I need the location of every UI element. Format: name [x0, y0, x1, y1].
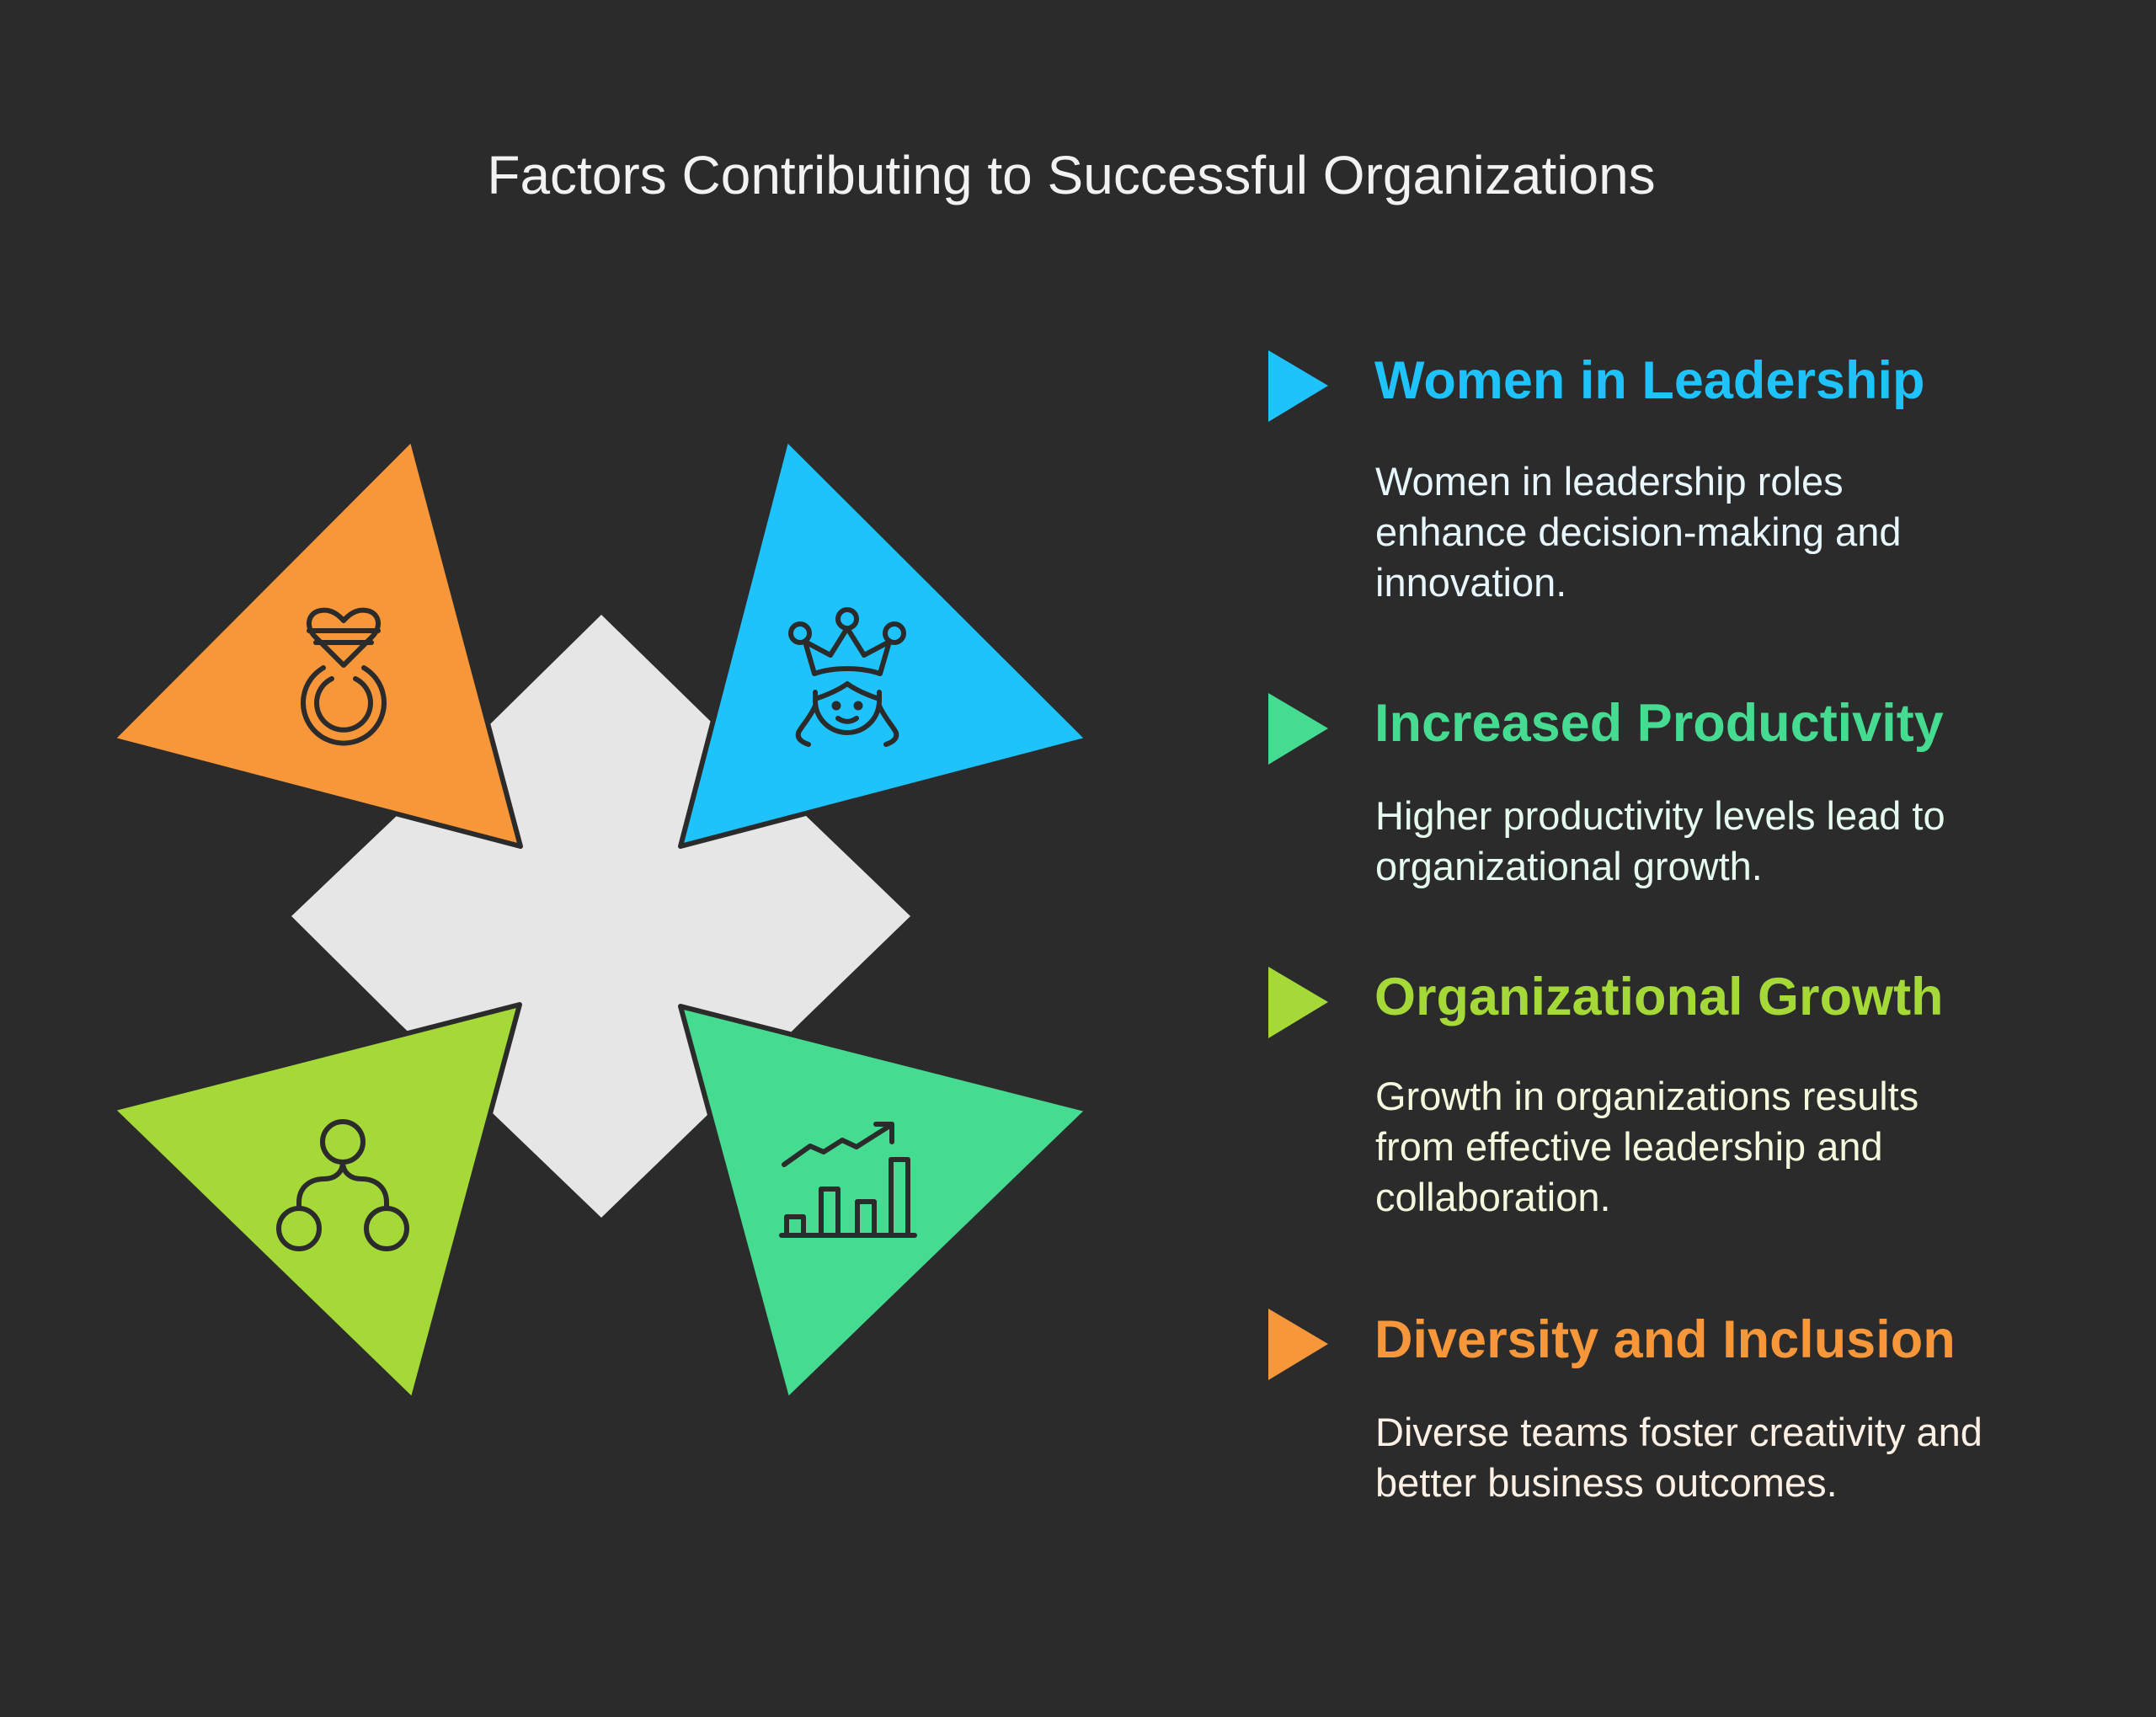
- bullet-marker-icon: [1268, 350, 1328, 422]
- item-description: Growth in organizations results from eff…: [1375, 1074, 1929, 1219]
- description-line: Women in leadership roles: [1375, 459, 1844, 504]
- description-line: from effective leadership and: [1375, 1124, 1883, 1169]
- triangle-organizational-growth: [109, 1002, 522, 1403]
- item-description: Higher productivity levels lead to organ…: [1375, 793, 1956, 888]
- description-line: Growth in organizations results: [1375, 1074, 1919, 1118]
- description-line: Diverse teams foster creativity and: [1375, 1410, 1983, 1454]
- description-line: better business outcomes.: [1375, 1460, 1838, 1505]
- item-heading: Diversity and Inclusion: [1374, 1310, 1956, 1369]
- hierarchy-icon: [276, 1119, 409, 1251]
- bullet-marker-icon: [1268, 693, 1328, 765]
- queen-crown-icon: [788, 607, 906, 747]
- bullet-marker-icon: [1268, 967, 1328, 1038]
- description-line: collaboration.: [1375, 1175, 1611, 1219]
- description-line: innovation.: [1375, 560, 1566, 605]
- item-description: Diverse teams foster creativity and bett…: [1375, 1410, 1993, 1505]
- bullet-marker-icon: [1268, 1309, 1328, 1380]
- item-heading: Women in Leadership: [1374, 351, 1924, 410]
- item-organizational-growth: Organizational Growth Growth in organiza…: [1268, 967, 1944, 1219]
- item-women-leadership: Women in Leadership Women in leadership …: [1268, 350, 1924, 605]
- triangle-shape: [678, 1004, 1091, 1403]
- description-line: Higher productivity levels lead to: [1375, 793, 1945, 838]
- item-description: Women in leadership roles enhance decisi…: [1375, 459, 1913, 605]
- triangle-increased-productivity: [678, 1004, 1091, 1403]
- description-line: organizational growth.: [1375, 844, 1763, 888]
- heart-ring-icon: [301, 607, 387, 746]
- bar-chart-trend-icon: [779, 1122, 917, 1238]
- page-title: Factors Contributing to Successful Organ…: [487, 145, 1655, 205]
- item-diversity-inclusion: Diversity and Inclusion Diverse teams fo…: [1268, 1309, 1993, 1505]
- item-increased-productivity: Increased Productivity Higher productivi…: [1268, 693, 1956, 888]
- triangle-diversity-inclusion: [109, 436, 523, 849]
- description-line: enhance decision-making and: [1375, 509, 1901, 554]
- triangle-women-leadership: [678, 436, 1091, 849]
- item-heading: Increased Productivity: [1374, 694, 1944, 753]
- item-heading: Organizational Growth: [1374, 968, 1944, 1026]
- triangle-shape: [109, 1002, 522, 1403]
